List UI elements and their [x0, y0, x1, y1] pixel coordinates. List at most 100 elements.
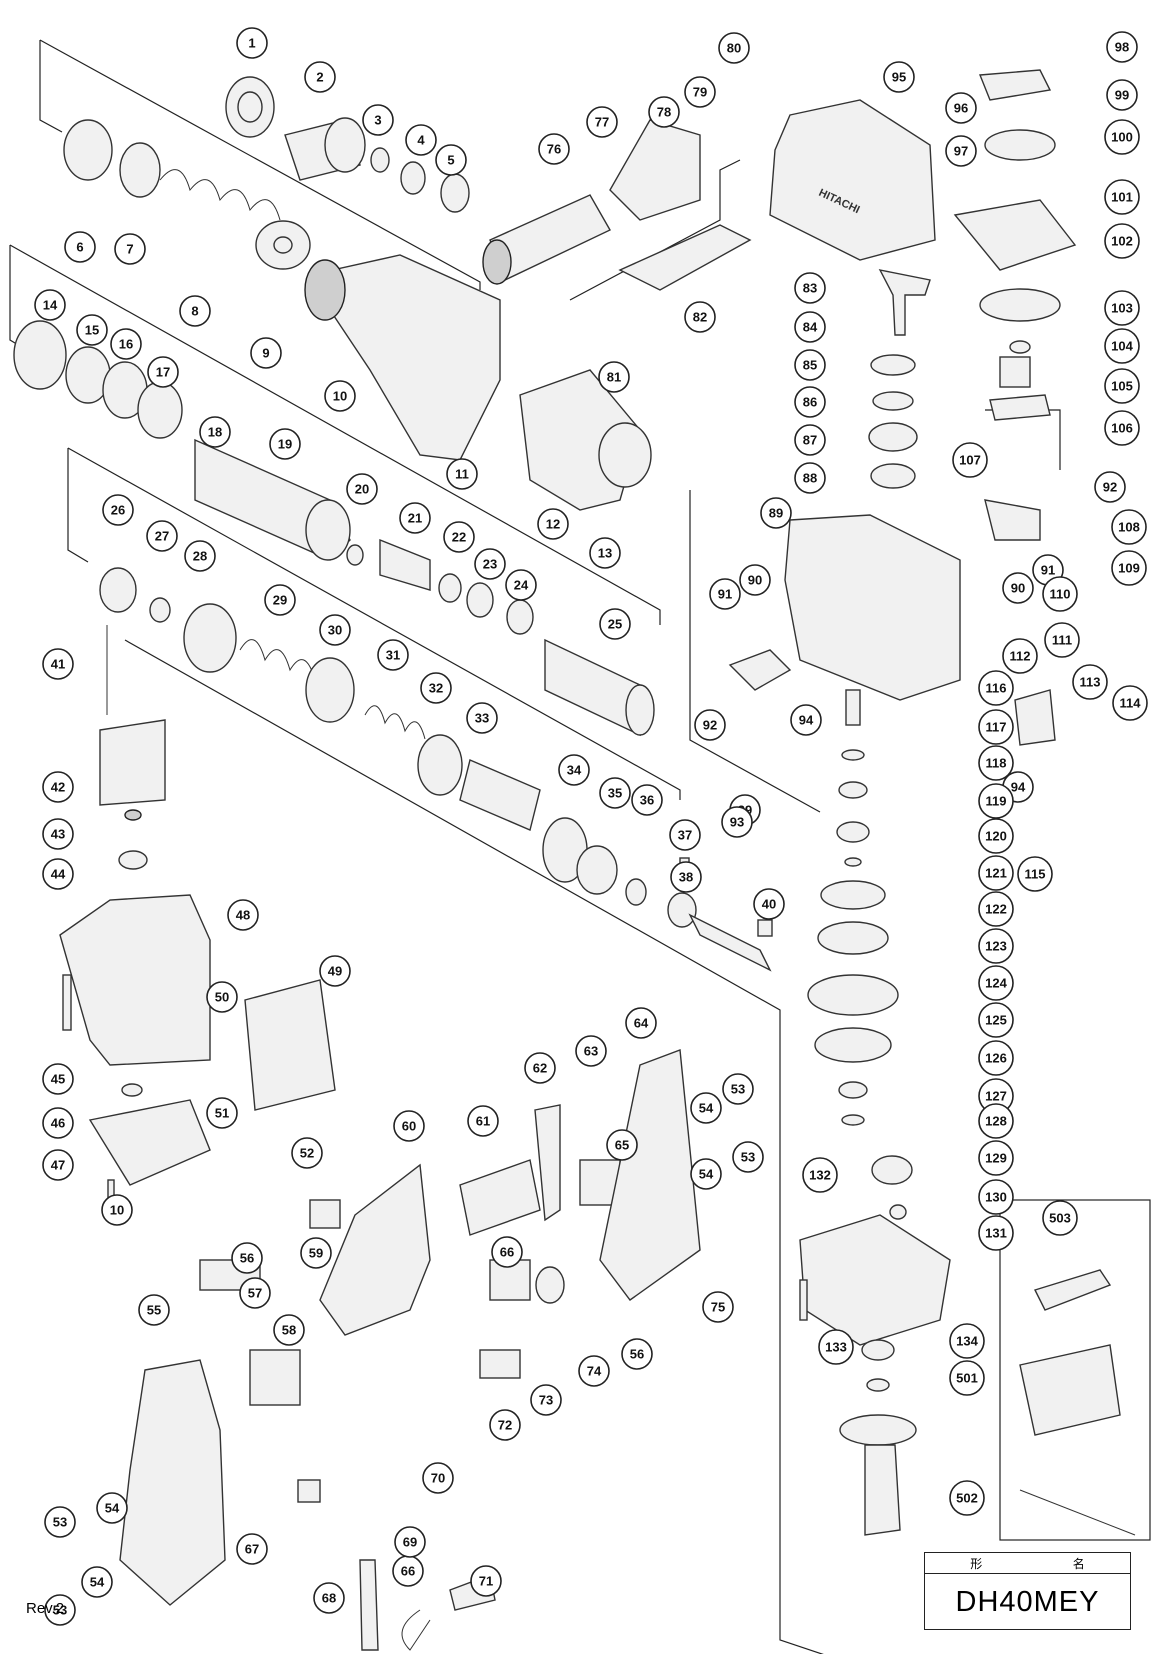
callout-circle	[206, 1097, 238, 1129]
callout-3: 3	[362, 104, 394, 136]
callout-66: 66	[491, 1236, 523, 1268]
callout-number: 27	[155, 529, 169, 544]
callout-115: 115	[1017, 856, 1053, 892]
callout-circle	[147, 356, 179, 388]
callout-131: 131	[978, 1215, 1014, 1251]
callout-circle	[978, 745, 1014, 781]
callout-number: 503	[1049, 1211, 1071, 1226]
part-83-shape	[878, 269, 931, 336]
callout-circle	[537, 508, 569, 540]
callout-87: 87	[794, 424, 826, 456]
callout-circle	[722, 1073, 754, 1105]
callout-127: 127	[978, 1078, 1014, 1114]
callout-95: 95	[883, 61, 915, 93]
callout-number: 80	[727, 41, 741, 56]
part-112-shape	[1014, 689, 1056, 746]
callout-56: 56	[231, 1242, 263, 1274]
callout-number: 33	[475, 711, 489, 726]
callout-circle	[794, 311, 826, 343]
callout-number: 122	[985, 902, 1007, 917]
callout-number: 50	[215, 990, 229, 1005]
callout-number: 116	[986, 681, 1007, 696]
callout-circle	[949, 1360, 985, 1396]
callout-circle	[81, 1566, 113, 1598]
callout-61: 61	[467, 1105, 499, 1137]
callout-number: 101	[1111, 190, 1133, 205]
callout-circle	[264, 584, 296, 616]
callout-circle	[949, 1323, 985, 1359]
callout-circle	[239, 1277, 271, 1309]
callout-number: 103	[1111, 301, 1133, 316]
callout-10: 10	[324, 380, 356, 412]
part-55-shape	[119, 1359, 226, 1606]
callout-number: 90	[748, 573, 762, 588]
callout-28: 28	[184, 540, 216, 572]
callout-circle	[377, 639, 409, 671]
callout-number: 60	[402, 1119, 416, 1134]
callout-number: 84	[803, 320, 818, 335]
callout-number: 22	[452, 530, 466, 545]
callout-number: 78	[657, 105, 671, 120]
callout-number: 44	[51, 867, 66, 882]
callout-number: 71	[479, 1574, 493, 1589]
callout-number: 15	[85, 323, 99, 338]
callout-54: 54	[690, 1092, 722, 1124]
callout-104: 104	[1104, 328, 1140, 364]
callout-number: 111	[1052, 633, 1072, 648]
callout-circle	[739, 564, 771, 596]
callout-83: 83	[794, 272, 826, 304]
part-25-shape	[544, 638, 641, 737]
part-21-shape	[379, 538, 431, 591]
callout-circle	[76, 314, 108, 346]
callout-circle	[42, 858, 74, 890]
callout-circle	[467, 1105, 499, 1137]
callout-53: 53	[44, 1506, 76, 1538]
callout-circle	[291, 1137, 323, 1169]
callout-number: 53	[741, 1150, 755, 1165]
callout-14: 14	[34, 289, 66, 321]
callout-number: 79	[693, 85, 707, 100]
callout-circle	[978, 783, 1014, 819]
callout-number: 34	[567, 763, 582, 778]
part-99-shape	[978, 69, 1052, 101]
callout-26: 26	[102, 494, 134, 526]
callout-circle	[599, 777, 631, 809]
part-91-shape	[984, 499, 1041, 541]
callout-circle	[949, 1480, 985, 1516]
callout-47: 47	[42, 1149, 74, 1181]
callout-number: 20	[355, 482, 369, 497]
callout-number: 73	[539, 1393, 553, 1408]
part-82-shape	[618, 224, 752, 291]
callout-18: 18	[199, 416, 231, 448]
callout-number: 48	[236, 908, 250, 923]
callout-circle	[625, 1007, 657, 1039]
callout-105: 105	[1104, 368, 1140, 404]
callout-circle	[690, 1158, 722, 1190]
callout-number: 54	[105, 1501, 120, 1516]
callout-circle	[1072, 664, 1108, 700]
callout-number: 57	[248, 1286, 262, 1301]
callout-number: 97	[954, 144, 968, 159]
callout-circle	[102, 494, 134, 526]
callout-circle	[978, 891, 1014, 927]
callout-circle	[945, 135, 977, 167]
callout-circle	[146, 520, 178, 552]
callout-22: 22	[443, 521, 475, 553]
callout-48: 48	[227, 899, 259, 931]
callout-circle	[44, 1594, 76, 1626]
callout-number: 18	[208, 425, 222, 440]
callout-circle	[589, 537, 621, 569]
callout-number: 96	[954, 101, 968, 116]
callout-36: 36	[631, 784, 663, 816]
part-501-shape	[1034, 1269, 1112, 1311]
callout-85: 85	[794, 349, 826, 381]
callout-circle	[422, 1462, 454, 1494]
callout-circle	[1042, 576, 1078, 612]
callout-42: 42	[42, 771, 74, 803]
callout-number: 75	[711, 1300, 725, 1315]
callout-107: 107	[952, 442, 988, 478]
model-header-right: 名	[1072, 1556, 1085, 1571]
callout-number: 25	[608, 617, 622, 632]
callout-circle	[420, 672, 452, 704]
